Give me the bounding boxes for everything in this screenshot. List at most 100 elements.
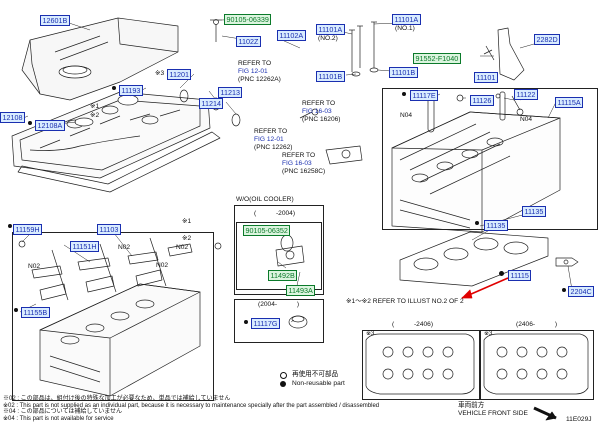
illust-ref: ※1～※2 REFER TO ILLUST NO.2 OF 2 [346, 298, 464, 305]
legend-en: Non-reusable part [292, 380, 345, 387]
part-90105-06352[interactable]: 90105-06352 [243, 225, 291, 236]
part-11155B[interactable]: 11155B [21, 307, 50, 318]
woil-2004-box [234, 299, 324, 343]
part-11135-a[interactable]: 11135 [522, 206, 546, 217]
part-11492B[interactable]: 11492B [268, 270, 298, 281]
part-11213[interactable]: 11213 [218, 87, 243, 98]
part-11115[interactable]: 11115 [508, 270, 532, 281]
footnote-4: ※04 : This part is not available for ser… [3, 416, 114, 423]
part-2282D[interactable]: 2282D [534, 34, 561, 45]
footnote-3: ※04 : この部品については補給していません [3, 409, 123, 416]
plan-note-b: ※3 [484, 331, 493, 337]
part-11102A[interactable]: 11102A [277, 30, 306, 41]
dot-11115 [499, 271, 504, 276]
dot-12601B [8, 224, 12, 228]
part-11101-right[interactable]: 11101 [474, 72, 498, 83]
sensor-drawing [555, 257, 579, 267]
plan-view-right-box [480, 330, 594, 400]
plan-year-b: (2406- ) [516, 321, 558, 328]
non-reusable-dot-icon [280, 381, 286, 387]
part-11122[interactable]: 11122 [514, 89, 538, 100]
part-90105-06339[interactable]: 90105-06339 [224, 14, 272, 25]
woil-inset-subbox [236, 222, 322, 290]
label-n04-a: N04 [400, 112, 413, 119]
note-2: ※2 [90, 112, 100, 119]
footnote-1: ※02 : この部品は、組付け後の特殊な加工が必要なため、単品では補給していませ… [3, 395, 231, 402]
part-11101B-left[interactable]: 11101B [316, 71, 345, 82]
camshaft-housing-drawing [39, 283, 201, 397]
refer-3-fig: FIG 12-01 [254, 136, 284, 143]
part-11117G[interactable]: 11117G [251, 318, 280, 329]
refer-4-fig: FIG 16-03 [282, 160, 312, 167]
valve-cover-drawing [11, 91, 211, 179]
refer-4: REFER TO [282, 152, 316, 159]
small-parts-drawing [179, 19, 525, 165]
cylinder-head-drawing [391, 91, 561, 233]
part-11103[interactable]: 11103 [97, 224, 121, 235]
valve-cover-gasket-drawing [17, 131, 221, 193]
refer-4-pnc: (PNC 16258C) [282, 168, 326, 175]
dot-11155B [14, 308, 18, 312]
part-1102Z[interactable]: 1102Z [236, 36, 261, 47]
plan-year-a: ( -2406) [392, 321, 434, 328]
recyclable-ring-icon [280, 372, 287, 379]
woil-year-a: ( -2004) [254, 210, 296, 217]
note-1: ※1 [90, 103, 100, 110]
part-11135-b[interactable]: 11135 [484, 220, 508, 231]
cylinder-head-plan-drawing [365, 333, 589, 395]
dot-11193 [112, 86, 116, 90]
refer-3-pnc: (PNC 12262) [254, 144, 293, 151]
part-11151H[interactable]: 11151H [70, 241, 100, 252]
refer-3: REFER TO [254, 128, 288, 135]
plan-view-left-box [362, 330, 480, 400]
figure-id: 11E029J [566, 416, 592, 423]
note-2b: ※2 [182, 235, 192, 242]
part-91552-F1040[interactable]: 91552-F1040 [413, 53, 461, 64]
vehicle-front-arrowhead [545, 411, 557, 421]
label-n02-a: N02 [118, 244, 131, 251]
note-3: ※3 [155, 70, 165, 77]
head-gasket-drawing [399, 231, 549, 287]
refer-2-pnc: (PNC 16206) [302, 116, 341, 123]
plan-note-a: ※3 [366, 331, 375, 337]
refer-1-fig: FIG 12-01 [238, 68, 268, 75]
refer-1: REFER TO [238, 60, 272, 67]
legend-jp: 再使用不可部品 [292, 371, 339, 378]
footnote-2: ※02 : This part is not supplied as an in… [3, 402, 380, 409]
part-11214[interactable]: 11214 [199, 98, 224, 109]
part-12108[interactable]: 12108 [0, 112, 25, 123]
woil-inset-box [234, 205, 324, 295]
part-11101A-no2[interactable]: 11101A [316, 24, 345, 35]
refer-1-pnc: (PNC 12262A) [238, 76, 281, 83]
part-11159H[interactable]: 11159H [13, 224, 43, 235]
part-11493A[interactable]: 11493A [286, 285, 316, 296]
woil-title: W/O(OIL COOLER) [236, 196, 294, 203]
engine-cover-drawing [21, 17, 179, 101]
cylinder-head-group-box [382, 88, 598, 230]
rocker-arms-drawing [18, 237, 222, 301]
refer-2: REFER TO [302, 100, 336, 107]
part-11126[interactable]: 11126 [470, 95, 494, 106]
woil-year-b: (2004- ) [258, 301, 300, 308]
part-11101A-no1[interactable]: 11101A [392, 14, 421, 25]
label-n02-b: N02 [176, 244, 189, 251]
label-n02-c: N02 [28, 263, 41, 270]
dot-11117G [244, 320, 248, 324]
part-12108A[interactable]: 12108A [35, 120, 65, 131]
part-12601B[interactable]: 12601B [40, 15, 70, 26]
part-11115A[interactable]: 11115A [555, 97, 584, 108]
vehicle-front-jp: 車両前方 [458, 402, 485, 409]
footnotes: ※02 : この部品は、組付け後の特殊な加工が必要なため、単品では補給していませ… [3, 396, 379, 423]
label-n02-d: N02 [156, 262, 169, 269]
note-1b: ※1 [182, 218, 192, 225]
part-11101B-right[interactable]: 11101B [389, 67, 418, 78]
part-2204C[interactable]: 2204C [568, 286, 595, 297]
part-11193[interactable]: 11193 [119, 85, 143, 96]
note-no1: (NO.1) [395, 25, 415, 32]
highlight-arrowhead [461, 289, 473, 299]
part-11117E[interactable]: 11117E [410, 90, 439, 101]
part-11201[interactable]: 11201 [167, 69, 192, 80]
dot-2204C [562, 288, 566, 292]
